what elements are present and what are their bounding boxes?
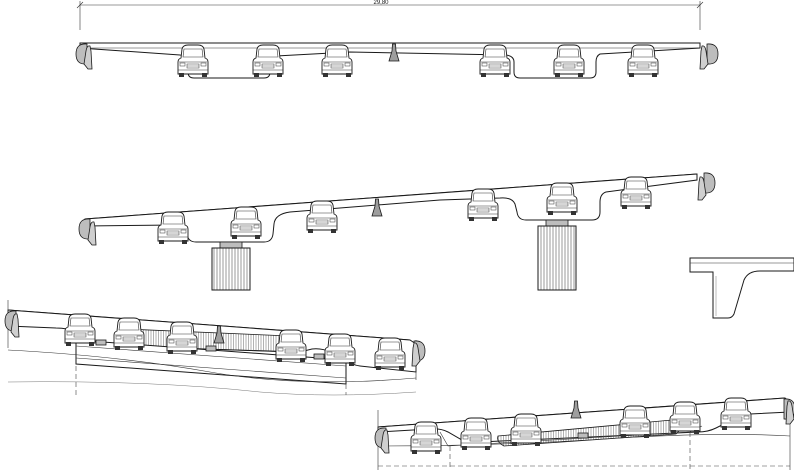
car-icon [113,317,145,351]
car-icon [479,44,511,78]
car-icon [460,417,492,451]
cross-section-box-left [4,300,426,396]
car-icon [324,333,356,367]
car-icon [669,401,701,435]
cross-section-superelevated [78,172,716,291]
car-icon [166,321,198,355]
dimension-label: 29,80 [373,0,389,6]
car-icon [619,405,651,439]
car-icon [467,188,499,222]
car-icon [177,44,209,78]
car-icon [720,397,752,431]
car-icon [627,44,659,78]
car-icon [306,200,338,234]
cross-section-straight: 29,80 [75,0,719,79]
pier-left [211,247,251,291]
car-icon [620,176,652,210]
car-icon [157,211,189,245]
car-icon [252,44,284,78]
dimension-line [76,1,704,30]
car-icon [546,182,578,216]
car-icon [410,421,442,455]
car-icon [230,206,262,240]
car-icon [374,337,406,371]
cross-section-box-right [374,397,794,470]
car-icon [64,313,96,347]
median-barrier-icon [570,400,582,419]
pier-right [537,225,577,291]
car-icon [321,44,353,78]
cantilever-detail [689,257,794,319]
car-icon [553,44,585,78]
car-icon [275,329,307,363]
car-icon [510,413,542,447]
